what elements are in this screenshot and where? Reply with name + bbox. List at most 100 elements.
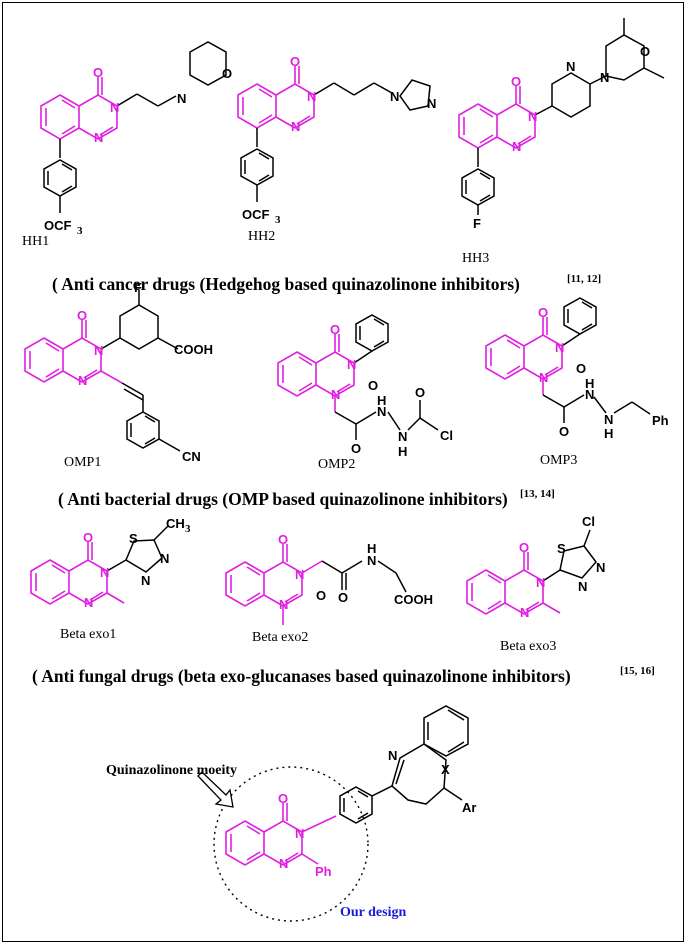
structure-our-design [197, 705, 469, 922]
atom-cooh-beta2: COOH [394, 592, 433, 607]
atom-n-imid1-hh2: N [390, 89, 399, 104]
atom-n3-design: N [295, 826, 304, 841]
atom-n3-hh2: N [307, 89, 316, 104]
atom-h1-omp2: H [377, 393, 386, 408]
atom-nh2-omp2: N [398, 429, 407, 444]
atom-n-morph-hh3: N [600, 70, 609, 85]
structure-omp1 [24, 290, 181, 452]
ref-anticancer: [11, 12] [567, 273, 601, 285]
atom-n3-omp3: N [555, 340, 564, 355]
label-beta3: Beta exo3 [500, 639, 556, 654]
atom-f-omp1: F [134, 280, 142, 295]
atom-o-beta1: O [83, 530, 93, 545]
atom-nh1-omp3: N [585, 387, 594, 402]
atom-ph-omp3: Ph [652, 413, 669, 428]
atom-n3-omp1: N [94, 343, 103, 358]
ref-antifungal: [15, 16] [620, 665, 655, 677]
label-omp1: OMP1 [64, 455, 101, 470]
atom-s-beta1: S [129, 531, 138, 546]
quinazolinone-moiety-label: Quinazolinone moeity [106, 763, 237, 778]
atom-nh-beta2: N [367, 553, 376, 568]
atom-n1-beta3: N [520, 605, 529, 620]
atom-ocf3-hh2: OCF [242, 207, 270, 222]
atom-n1-beta2: N [279, 597, 288, 612]
atom-o4-beta2: O [278, 532, 288, 547]
atom-ph-design: Ph [315, 864, 332, 879]
atom-o4-omp2: O [330, 322, 340, 337]
caption-antibacterial: ( Anti bacterial drugs (OMP based quinaz… [58, 489, 508, 509]
atom-h-beta2: H [367, 541, 376, 556]
atom-o2-omp3: O [576, 361, 586, 376]
atom-o2-beta2: O [316, 588, 326, 603]
atom-n1-hh2: N [291, 119, 300, 134]
atom-n-pyr-hh3: N [566, 59, 575, 74]
label-hh3: HH3 [462, 251, 489, 266]
atom-n-imid2-hh2: N [427, 96, 436, 111]
label-omp3: OMP3 [540, 453, 577, 468]
atom-h1-omp3: H [585, 376, 594, 391]
atom-o-beta3: O [519, 540, 529, 555]
structure-beta-exo2 [225, 543, 407, 625]
atom-cooh-omp1: COOH [174, 342, 213, 357]
atom-n3-hh1: N [110, 100, 119, 115]
atom-cl-omp2: Cl [440, 428, 453, 443]
atom-o-omp1: O [77, 308, 87, 323]
atom-o-amide-omp3: O [559, 424, 569, 439]
atom-nh2-omp3: N [604, 412, 613, 427]
structure-hh2 [237, 65, 431, 202]
caption-antifungal: ( Anti fungal drugs (beta exo-glucanases… [32, 666, 571, 686]
atom-o4-omp3: O [538, 305, 548, 320]
atom-n1-omp1: N [78, 373, 87, 388]
atom-n-b-beta3: N [578, 579, 587, 594]
label-hh1: HH1 [22, 234, 49, 249]
atom-cl-beta3: Cl [582, 514, 595, 529]
atom-n3-beta1: N [100, 565, 109, 580]
structure-omp3 [485, 297, 651, 423]
atom-x-design: X [441, 762, 450, 777]
atom-cn-omp1: CN [182, 449, 201, 464]
our-design-label: Our design [340, 905, 406, 920]
structure-omp2 [277, 314, 439, 440]
atom-n1-omp3: N [539, 370, 548, 385]
atom-o-morph-hh1: O [222, 66, 232, 81]
atom-nh1-omp2: N [377, 404, 386, 419]
label-omp2: OMP2 [318, 457, 355, 472]
atom-n1-omp2: N [331, 387, 340, 402]
atom-o-morph-hh3: O [640, 44, 650, 59]
label-beta2: Beta exo2 [252, 630, 308, 645]
atom-ocf3-hh1: OCF [44, 218, 72, 233]
sub3-beta1: 3 [185, 523, 191, 535]
atom-n-a-beta3: N [596, 560, 605, 575]
atom-n1-hh3: N [512, 139, 521, 154]
atom-n3-omp2: N [347, 357, 356, 372]
atom-o-hh1: O [93, 65, 103, 80]
ref-antibacterial: [13, 14] [520, 488, 555, 500]
atom-f-hh3: F [473, 216, 481, 231]
atom-o2-omp2: O [368, 378, 378, 393]
structure-hh1 [40, 41, 227, 213]
sub3-hh2: 3 [275, 214, 281, 226]
atom-n3-beta3: N [536, 575, 545, 590]
atom-n-morph-hh1: N [177, 91, 186, 106]
caption-anticancer: ( Anti cancer drugs (Hedgehog based quin… [52, 274, 520, 294]
atom-o-hh2: O [290, 54, 300, 69]
atom-n-a-beta1: N [160, 551, 169, 566]
structure-beta-exo1 [30, 525, 169, 605]
atom-h2-omp3: H [604, 426, 613, 441]
sub3-hh1: 3 [77, 225, 83, 237]
atom-n-ring-design: N [388, 748, 397, 763]
atom-n3-hh3: N [528, 109, 537, 124]
atom-o-hh3: O [511, 74, 521, 89]
atom-o-design: O [278, 791, 288, 806]
label-beta1: Beta exo1 [60, 627, 116, 642]
atom-n-b-beta1: N [141, 573, 150, 588]
atom-o-amide-beta2: O [338, 590, 348, 605]
atom-n3-beta2: N [295, 567, 304, 582]
atom-n1-beta1: N [84, 595, 93, 610]
atom-n1-hh1: N [94, 130, 103, 145]
atom-o-acyl-omp2: O [415, 385, 425, 400]
atom-n1-design: N [279, 856, 288, 871]
atom-h2-omp2: H [398, 444, 407, 459]
